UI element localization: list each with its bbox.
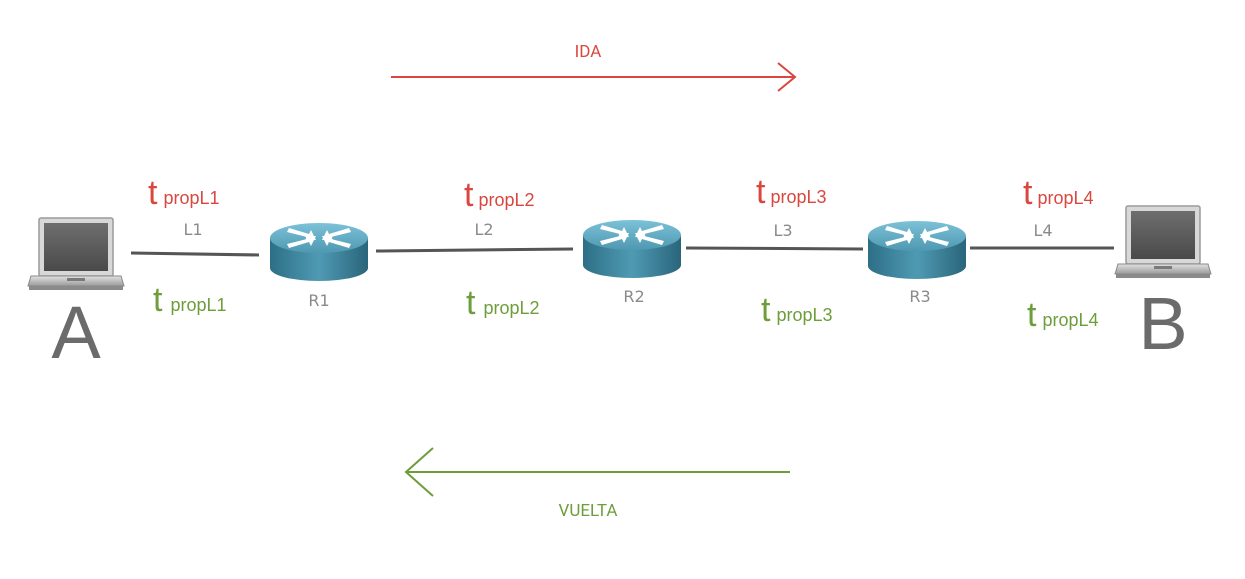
forward-label: IDA (575, 42, 602, 62)
laptop-icon (27, 217, 125, 291)
host-b-label: B (1138, 282, 1187, 365)
link-label-l1: L1 (183, 220, 202, 239)
return-arrow (404, 447, 790, 497)
router-icon (583, 220, 681, 278)
link-label-l2: L2 (474, 220, 493, 239)
forward-arrow (391, 62, 797, 92)
link-line-l3 (685, 246, 864, 251)
router-icon (270, 223, 368, 281)
return-label: VUELTA (559, 501, 618, 521)
router-label-r2: R2 (623, 287, 644, 306)
router-label-r3: R3 (909, 287, 930, 306)
router-icon (868, 221, 966, 279)
link-label-l4: L4 (1033, 221, 1052, 240)
link-line-l1 (130, 251, 260, 257)
laptop-icon (1114, 205, 1212, 279)
router-label-r1: R1 (308, 291, 329, 310)
link-label-l3: L3 (773, 221, 792, 240)
host-a-label: A (51, 291, 101, 374)
link-line-l2 (375, 247, 574, 253)
